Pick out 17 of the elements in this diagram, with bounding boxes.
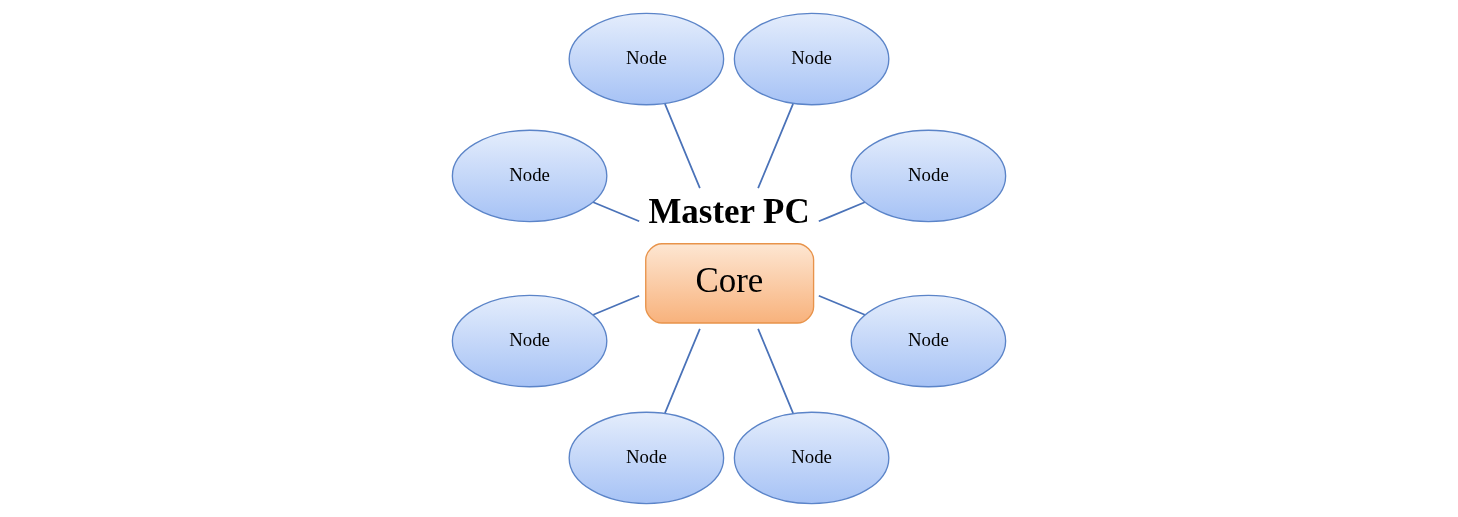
node-ellipse: Node (568, 12, 725, 106)
node-ellipse: Node (850, 294, 1007, 388)
connector (817, 201, 866, 223)
node-ellipse: Node (733, 12, 890, 106)
connector (664, 327, 701, 414)
connector (664, 103, 701, 190)
connector (592, 201, 641, 223)
node-ellipse: Node (568, 411, 725, 505)
connector (817, 294, 866, 316)
connector (757, 103, 794, 190)
node-ellipse: Node (451, 129, 608, 223)
connector (592, 294, 641, 316)
node-ellipse: Node (850, 129, 1007, 223)
node-ellipse: Node (451, 294, 608, 388)
connector (757, 327, 794, 414)
node-ellipse: Node (733, 411, 890, 505)
node-label: Master PC (648, 192, 810, 232)
